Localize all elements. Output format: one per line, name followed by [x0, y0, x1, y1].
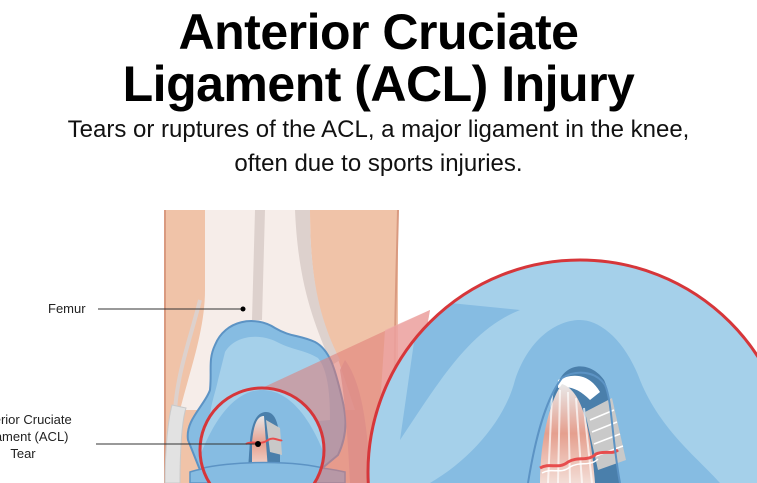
acl-leader-dot	[255, 441, 261, 447]
acl-label-line-2: Ligament (ACL)	[0, 429, 69, 444]
acl-tear-label: Anterior Cruciate Ligament (ACL) Tear	[0, 411, 93, 462]
femur-leader-dot	[240, 306, 246, 312]
tear-line	[539, 448, 619, 470]
subtitle-line-2: often due to sports injuries.	[234, 150, 523, 177]
title-line-1: Anterior Cruciate	[178, 4, 579, 60]
large-magnifier-content	[368, 260, 757, 483]
large-magnifier-ring	[366, 258, 757, 483]
acl-label-line-1: Anterior Cruciate	[0, 412, 72, 427]
small-magnifier-ring	[198, 386, 326, 483]
subtitle-line-1: Tears or ruptures of the ACL, a major li…	[67, 116, 690, 143]
title-line-2: Ligament (ACL) Injury	[122, 56, 635, 112]
femur-label: Femur	[48, 301, 86, 316]
acl-label-line-3: Tear	[10, 446, 36, 461]
